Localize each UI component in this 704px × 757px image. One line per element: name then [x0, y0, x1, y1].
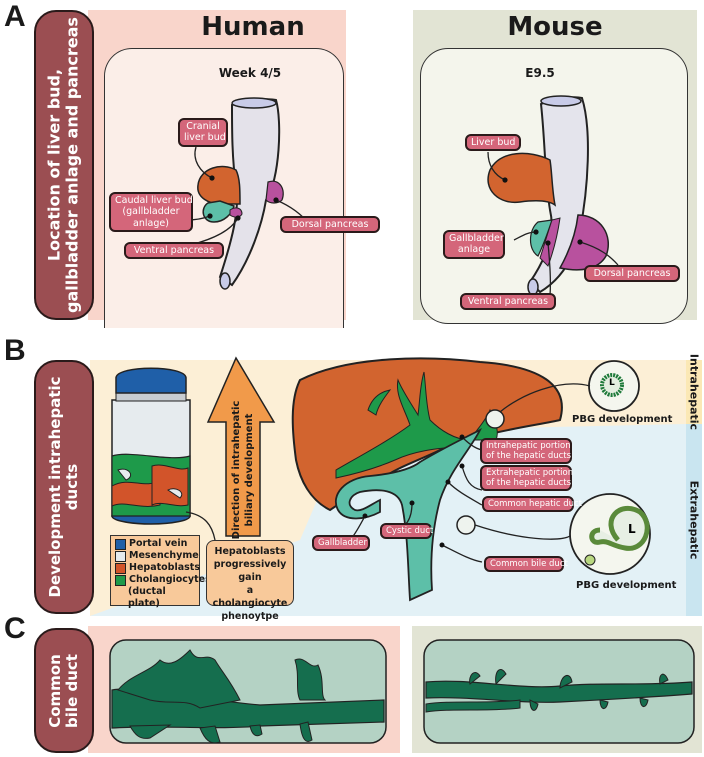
label-caudal-liver-bud: Caudal liver bud (gallbladder anlage) — [109, 192, 193, 233]
mouse-title: Mouse — [507, 12, 603, 42]
label-mouse-liver-bud: Liver bud — [465, 134, 521, 152]
legend-item-ductal-plate: (ductal plate) — [115, 586, 195, 610]
panel-letter-a: A — [4, 0, 26, 33]
human-dorsal-pancreas-shape — [265, 180, 284, 204]
label-gba-line2: anlage — [457, 244, 491, 256]
extrahepatic-zone-strip-bg — [686, 424, 702, 616]
legend-swatch — [115, 539, 126, 550]
lumen-label-bottom: L — [628, 522, 636, 536]
cell-type-legend: Portal vein Mesenchyme Hepatoblasts Chol… — [110, 535, 211, 609]
note-line: phenoytpe — [221, 611, 279, 622]
direction-arrow — [206, 356, 276, 537]
label-extrahepatic-portion: Extrahepatic portion of the hepatic duct… — [480, 465, 574, 492]
label-common-hepatic-duct: Common hepatic duct — [482, 496, 582, 513]
label-cranial-line1: Cranial — [186, 121, 220, 132]
intrahepatic-zone-strip-bg — [686, 360, 702, 424]
legend-item-hepatoblasts: Hepatoblasts — [115, 562, 200, 574]
label-gallbladder: Gallbladder — [312, 535, 370, 552]
note-line: a cholangiocyte — [212, 585, 288, 609]
hepatoblast-note: Hepatoblasts progressively gain a cholan… — [206, 540, 294, 622]
human-gut-tube — [218, 97, 281, 290]
legend-item-mesenchyme: Mesenchyme — [115, 550, 199, 562]
side-tab-b: Development intrahepatic ducts — [34, 360, 94, 614]
legend-label: Mesenchyme — [129, 550, 199, 561]
label-human-ventral-pancreas: Ventral pancreas — [124, 242, 224, 260]
legend-label: Portal vein — [129, 538, 188, 549]
label-extrahepatic-line2: of the hepatic ducts — [486, 478, 572, 489]
portal-vein-cylinder — [111, 367, 191, 525]
label-intrahepatic-portion: Intrahepatic portion of the hepatic duct… — [480, 438, 572, 465]
human-common-bile-duct — [109, 639, 387, 744]
legend-item-portal-vein: Portal vein — [115, 538, 195, 550]
label-caudal-line1: Caudal liver bud — [115, 195, 193, 206]
label-gba-line1: Gallbladder — [449, 233, 504, 244]
legend-label: Cholangiocytes — [129, 574, 211, 585]
label-cystic-duct: Cystic duct — [380, 523, 433, 540]
note-line: Hepatoblasts — [214, 546, 286, 557]
side-tab-c: Common bile duct — [34, 628, 94, 753]
mouse-stage: E9.5 — [525, 66, 555, 80]
extrahepatic-ducts — [335, 427, 483, 602]
label-intrahepatic-line1: Intrahepatic portion — [486, 441, 571, 451]
label-mouse-gallbladder-anlage: Gallbladder anlage — [443, 230, 505, 259]
side-tab-a: Location of liver bud, gallbladder anlag… — [34, 10, 94, 320]
label-caudal-line2: (gallbladder — [122, 206, 180, 218]
label-cranial-line2: liver bud — [184, 132, 226, 144]
legend-item-cholangiocytes: Cholangiocytes — [115, 574, 211, 586]
pbg-site-top — [485, 409, 505, 429]
label-extrahepatic-line1: Extrahepatic portion — [486, 468, 574, 478]
legend-label: (ductal plate) — [128, 586, 166, 609]
label-mouse-ventral-pancreas: Ventral pancreas — [460, 293, 556, 311]
note-line: progressively gain — [213, 559, 287, 583]
human-ventral-pancreas-shape — [229, 207, 243, 218]
pbg-label-bottom: PBG development — [576, 580, 677, 591]
label-human-dorsal-pancreas: Dorsal pancreas — [280, 216, 380, 234]
panel-letter-c: C — [4, 612, 26, 645]
label-cranial-liver-bud: Cranial liver bud — [178, 118, 228, 147]
legend-swatch — [115, 563, 126, 574]
mouse-common-bile-duct — [423, 639, 695, 744]
label-caudal-line3: anlage) — [133, 217, 169, 229]
label-mouse-dorsal-pancreas: Dorsal pancreas — [584, 265, 680, 283]
lumen-label-top: L — [609, 378, 615, 388]
panel-letter-b: B — [4, 334, 26, 367]
label-common-bile-duct: Common bile duct — [484, 556, 568, 573]
legend-label: Hepatoblasts — [129, 562, 200, 573]
legend-swatch — [115, 551, 126, 562]
label-intrahepatic-line2: of the hepatic ducts — [486, 451, 572, 462]
pbg-label-top: PBG development — [572, 414, 673, 425]
mouse-liver-bud-shape — [487, 152, 557, 207]
human-title: Human — [201, 12, 305, 42]
human-stage: Week 4/5 — [218, 66, 282, 80]
legend-swatch — [115, 575, 126, 586]
